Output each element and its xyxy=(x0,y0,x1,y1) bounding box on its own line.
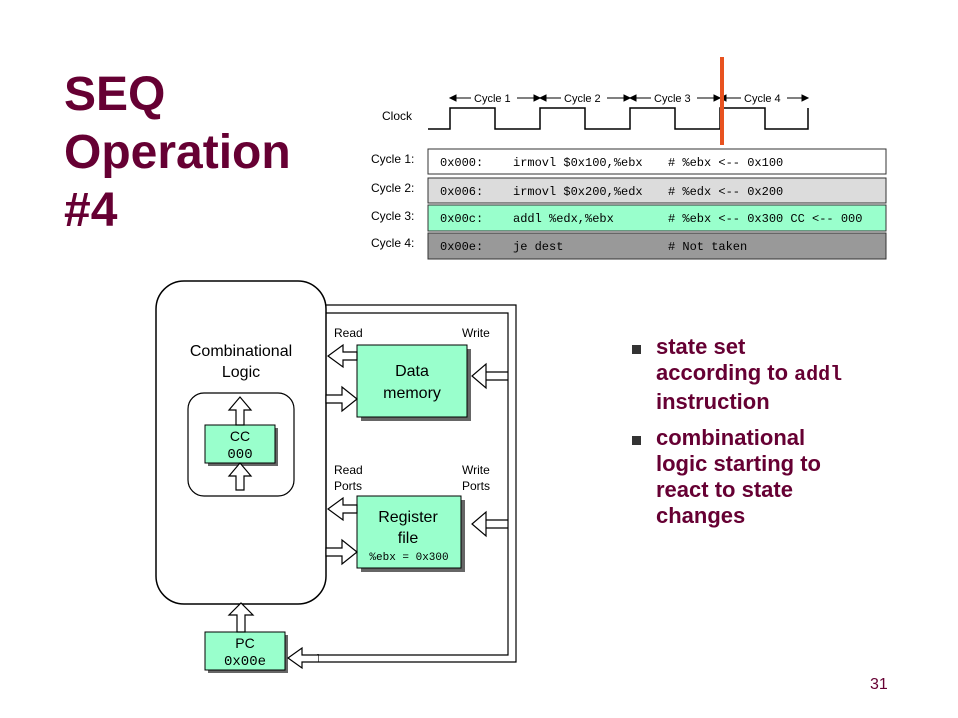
instruction-row-2: Cycle 2: 0x006: irmovl $0x200,%edx # %ed… xyxy=(371,177,887,204)
instruction-row-4: Cycle 4: 0x00e: je dest # Not taken xyxy=(371,232,887,260)
bullet-1-text: according to xyxy=(656,360,795,385)
row-addr: 0x00e: xyxy=(440,240,483,254)
bullet-2-line3: react to state xyxy=(656,477,793,502)
row-instr: irmovl $0x200,%edx xyxy=(513,185,643,199)
bullet-2-line2: logic starting to xyxy=(656,451,821,476)
data-memory-read-label: Read xyxy=(334,326,363,340)
instruction-row-3: Cycle 3: 0x00c: addl %edx,%ebx # %ebx <-… xyxy=(371,204,887,232)
time-marker xyxy=(720,57,724,145)
cycle-header-4: Cycle 4 xyxy=(744,93,781,105)
timing-diagram: Clock Cycle 1 Cycle 2 Cycle 3 Cycle 4 Cy… xyxy=(371,57,887,260)
clock-waveform xyxy=(428,107,809,130)
page-number: 31 xyxy=(870,676,888,693)
data-memory-block xyxy=(356,344,468,418)
row-instr: addl %edx,%ebx xyxy=(513,212,614,226)
row-label: Cycle 3: xyxy=(371,209,414,223)
row-label: Cycle 4: xyxy=(371,236,414,250)
row-addr: 0x006: xyxy=(440,185,483,199)
comb-logic-line1: Combinational xyxy=(190,343,292,360)
cycle-header-1: Cycle 1 xyxy=(474,93,511,105)
row-addr: 0x000: xyxy=(440,156,483,170)
title-line-1: SEQ xyxy=(64,68,166,121)
bullet-marker xyxy=(632,345,641,354)
bullet-1-line1: state set xyxy=(656,334,746,359)
data-memory-line2: memory xyxy=(383,385,441,402)
bullet-item-1: state set according to addl instruction xyxy=(630,334,930,415)
cycle-header-2: Cycle 2 xyxy=(564,93,601,105)
data-memory-write-label: Write xyxy=(462,326,490,340)
row-comment: # %ebx <-- 0x100 xyxy=(668,156,783,170)
register-write-label-1: Write xyxy=(462,463,490,477)
pc-label: PC xyxy=(235,635,254,651)
register-file-value: %ebx = 0x300 xyxy=(369,552,448,564)
data-memory-arrows xyxy=(325,343,487,413)
row-label: Cycle 1: xyxy=(371,152,414,166)
pc-to-logic-arrow xyxy=(227,602,255,633)
pc-value: 0x00e xyxy=(224,654,266,670)
title-line-2: Operation xyxy=(64,126,291,179)
register-file-line2: file xyxy=(398,530,419,547)
slide-title: SEQ Operation #4 xyxy=(64,66,344,240)
bullet-1-code: addl xyxy=(794,364,843,387)
datapath: Combinational Logic CC 000 PC 0x00e Data… xyxy=(155,280,517,673)
cc-arrows xyxy=(227,396,253,491)
row-comment: # Not taken xyxy=(668,240,747,254)
bullet-1-line2: according to addl xyxy=(656,360,930,389)
row-instr: je dest xyxy=(513,240,563,254)
row-comment: # %ebx <-- 0x300 CC <-- 000 xyxy=(668,212,862,226)
register-file-arrows xyxy=(325,496,487,566)
bullet-marker xyxy=(632,436,641,445)
cycle-header-3: Cycle 3 xyxy=(654,93,691,105)
cc-label: CC xyxy=(230,428,250,444)
row-comment: # %edx <-- 0x200 xyxy=(668,185,783,199)
register-read-label-2: Ports xyxy=(334,479,362,493)
bullet-list: state set according to addl instruction … xyxy=(630,334,930,539)
register-file-block xyxy=(356,495,462,569)
title-line-3: #4 xyxy=(64,184,118,237)
cc-value: 000 xyxy=(227,447,252,463)
bullet-1-line3: instruction xyxy=(656,389,770,414)
pc-input-arrow xyxy=(286,646,318,670)
bullet-2-line1: combinational xyxy=(656,425,806,450)
pc-register xyxy=(204,631,286,671)
cycle-headers xyxy=(448,94,810,102)
register-file-line1: Register xyxy=(378,509,438,526)
register-read-label-1: Read xyxy=(334,463,363,477)
row-label: Cycle 2: xyxy=(371,181,414,195)
row-instr: irmovl $0x100,%ebx xyxy=(513,156,643,170)
bullet-item-2: combinational logic starting to react to… xyxy=(630,425,930,529)
bullet-2-line4: changes xyxy=(656,503,746,528)
comb-logic-line2: Logic xyxy=(222,364,260,381)
register-write-label-2: Ports xyxy=(462,479,490,493)
data-memory-line1: Data xyxy=(395,363,429,380)
row-addr: 0x00c: xyxy=(440,212,483,226)
clock-label: Clock xyxy=(382,109,413,123)
cc-register xyxy=(204,424,276,464)
instruction-row-1: Cycle 1: 0x000: irmovl $0x100,%ebx # %eb… xyxy=(371,148,887,175)
